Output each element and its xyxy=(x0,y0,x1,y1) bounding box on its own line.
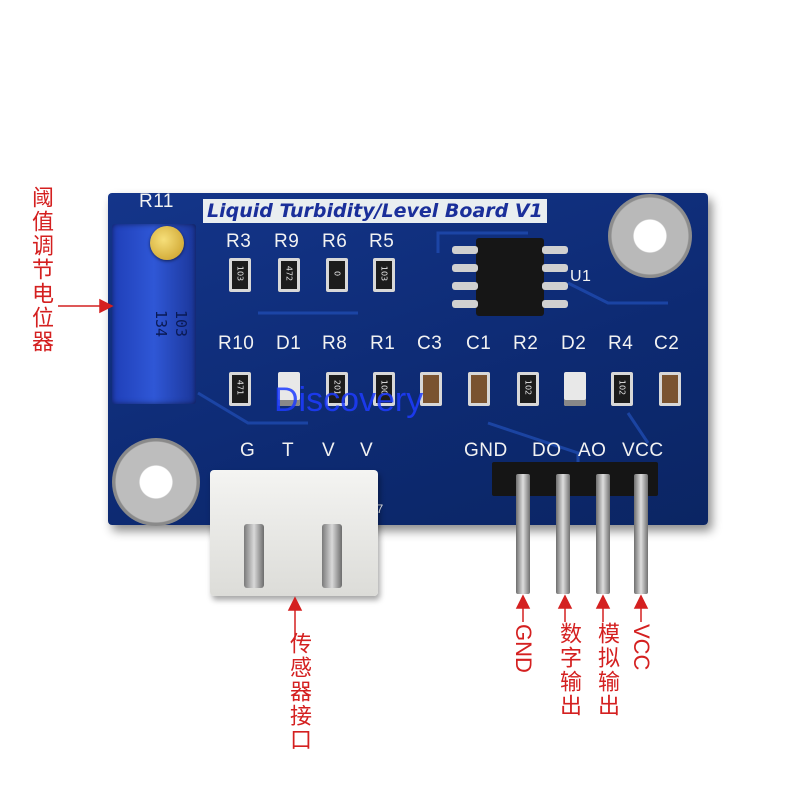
watermark: Discovery xyxy=(274,381,424,419)
row1-label-0: R3 xyxy=(226,231,252,252)
row2-label-8: R4 xyxy=(608,333,634,354)
mounting-hole-bottom-left xyxy=(112,438,200,526)
output-pin-label-3: VCC xyxy=(622,440,664,461)
resistor-r4: 102 xyxy=(611,372,633,406)
sensor-connector[interactable] xyxy=(210,470,378,596)
annotation-gnd: GND xyxy=(511,624,536,673)
row2-label-6: R2 xyxy=(513,333,539,354)
ic-label: U1 xyxy=(570,268,592,285)
resistor-r1: 100 xyxy=(373,372,395,406)
row2-label-4: C3 xyxy=(417,333,443,354)
pot-adjust-screw-icon[interactable] xyxy=(150,226,184,260)
sensor-pin-label-2: V xyxy=(322,440,336,461)
output-pin-label-0: GND xyxy=(464,440,508,461)
output-pin-label-2: AO xyxy=(578,440,607,461)
ic-u1 xyxy=(476,238,544,316)
sensor-pin-label-3: V xyxy=(360,440,374,461)
sensor-connector-pin-1 xyxy=(244,524,264,588)
mounting-hole-top-right xyxy=(608,194,692,278)
row2-label-7: D2 xyxy=(561,333,587,354)
annotation-digital-out: 数字输出 xyxy=(556,622,581,718)
capacitor-c2 xyxy=(659,372,681,406)
resistor-r2: 102 xyxy=(517,372,539,406)
output-pin-gnd[interactable] xyxy=(516,474,530,594)
pcb-traces xyxy=(197,231,668,483)
annotation-pot: 阈值调节电位器 xyxy=(28,186,53,354)
output-pin-vcc[interactable] xyxy=(634,474,648,594)
row1-label-1: R9 xyxy=(274,231,300,252)
capacitor-c1 xyxy=(468,372,490,406)
annotation-sensor-port: 传感器接口 xyxy=(286,632,311,752)
row1-label-2: R6 xyxy=(322,231,348,252)
sensor-connector-pin-2 xyxy=(322,524,342,588)
annotation-vcc: VCC xyxy=(629,624,654,671)
row1-label-3: R5 xyxy=(369,231,395,252)
resistor-r8: 201 xyxy=(326,372,348,406)
resistor-r5: 103 xyxy=(373,258,395,292)
capacitor-c3 xyxy=(420,372,442,406)
output-pin-ao[interactable] xyxy=(596,474,610,594)
row2-label-3: R1 xyxy=(370,333,396,354)
diode-d2 xyxy=(564,372,586,406)
resistor-r3: 103 xyxy=(229,258,251,292)
sensor-pin-label-0: G xyxy=(240,440,256,461)
resistor-r9: 472 xyxy=(278,258,300,292)
diode-d1 xyxy=(278,372,300,406)
resistor-r10: 471 xyxy=(229,372,251,406)
pot-label: R11 xyxy=(139,191,174,212)
row2-label-0: R10 xyxy=(218,333,255,354)
row2-label-9: C2 xyxy=(654,333,680,354)
board-title: Liquid Turbidity/Level Board V1 xyxy=(203,199,547,223)
row2-label-1: D1 xyxy=(276,333,302,354)
output-pin-label-1: DO xyxy=(532,440,562,461)
resistor-r6: 0 xyxy=(326,258,348,292)
row2-label-2: R8 xyxy=(322,333,348,354)
row2-label-5: C1 xyxy=(466,333,492,354)
annotation-analog-out: 模拟输出 xyxy=(594,622,619,718)
sensor-pin-label-1: T xyxy=(282,440,295,461)
ic-pins xyxy=(452,246,568,308)
output-pin-do[interactable] xyxy=(556,474,570,594)
